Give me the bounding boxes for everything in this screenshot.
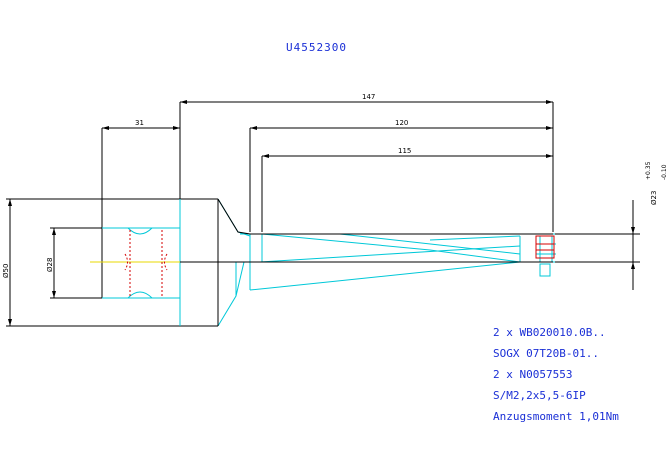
dimension-147: 147 [362, 93, 375, 101]
dimension-31: 31 [135, 119, 144, 127]
dimension-dia23: Ø23 [650, 191, 658, 205]
hidden-bores [124, 230, 168, 296]
dimension-120: 120 [395, 119, 408, 127]
dimension-lines [6, 101, 640, 327]
note-line: Anzugsmoment 1,01Nm [493, 410, 619, 423]
insert-screw [535, 235, 555, 259]
dimension-dia28: Ø28 [46, 258, 54, 272]
dimension-dia50: Ø50 [2, 264, 10, 278]
drawing-title: U4552300 [286, 41, 347, 54]
dimension-115: 115 [398, 147, 411, 155]
note-line: 2 x WB020010.0B.. [493, 326, 606, 339]
tolerance-lower: -0.10 [661, 164, 668, 180]
note-line: S/M2,2x5,5-6IP [493, 389, 586, 402]
notes-block: 2 x WB020010.0B.. SOGX 07T20B-01.. 2 x N… [493, 322, 619, 427]
dimension-arrows [8, 100, 635, 326]
note-line: SOGX 07T20B-01.. [493, 347, 599, 360]
note-line: 2 x N0057553 [493, 368, 573, 381]
tolerance-upper: +0.35 [645, 161, 652, 180]
